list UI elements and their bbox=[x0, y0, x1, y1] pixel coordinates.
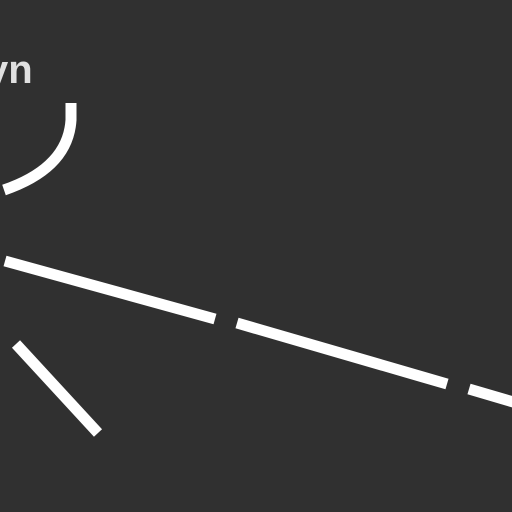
diagonal-stroke bbox=[11, 340, 103, 437]
dashed-line-segment-3 bbox=[467, 383, 512, 408]
dashed-line-segment-2 bbox=[235, 317, 449, 390]
dashed-line-segment-1 bbox=[3, 255, 217, 325]
arc-stroke bbox=[2, 103, 77, 196]
canvas-label: yn bbox=[0, 48, 33, 92]
